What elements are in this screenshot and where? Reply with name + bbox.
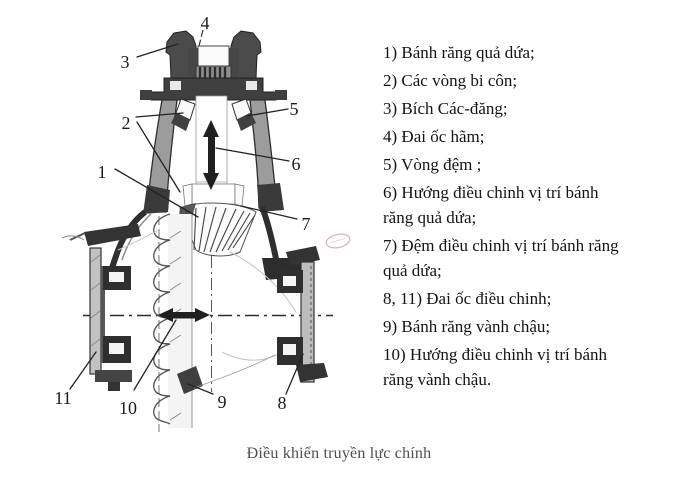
legend-item-3: 3) Bích Các-đăng; <box>383 96 675 121</box>
legend-text: răng quả dứa; <box>383 208 477 227</box>
legend-item-6: 6) Hướng điều chinh vị trí bánh răng quả… <box>383 180 675 230</box>
legend-text: 3) Bích Các-đăng; <box>383 99 508 118</box>
callout-5: 5 <box>290 99 299 119</box>
left-bearing-adjuster <box>89 247 132 391</box>
legend-item-8-11: 8, 11) Đai ốc điều chinh; <box>383 286 675 311</box>
callout-4: 4 <box>201 13 210 33</box>
legend-item-4: 4) Đai ốc hãm; <box>383 124 675 149</box>
legend-text: quả dứa; <box>383 261 442 280</box>
legend-item-10: 10) Hướng điều chinh vị trí bánh răng và… <box>383 342 675 392</box>
right-bearing-adjuster <box>277 261 328 383</box>
legend-text: 1) Bánh răng quả dứa; <box>383 43 535 62</box>
legend-text: răng vành chậu. <box>383 370 492 389</box>
callout-3: 3 <box>121 52 130 72</box>
legend-text: 7) Đệm điều chinh vị trí bánh răng <box>383 236 619 255</box>
cardan-flange <box>140 30 287 101</box>
callout-10: 10 <box>119 398 137 418</box>
bevel-pinion-gear <box>179 202 257 257</box>
vertical-adjust-arrow-icon <box>203 120 219 190</box>
callout-6: 6 <box>292 154 301 174</box>
callout-2: 2 <box>122 113 131 133</box>
callout-8: 8 <box>278 393 287 413</box>
legend-text: 4) Đai ốc hãm; <box>383 127 485 146</box>
callout-numbers: 1 2 3 4 5 6 7 8 9 10 11 <box>54 13 310 418</box>
legend-item-9: 9) Bánh răng vành chậu; <box>383 314 675 339</box>
ring-gear <box>153 213 203 428</box>
pinion-housing <box>143 95 284 217</box>
taper-roller-bearings <box>171 98 256 131</box>
legend-item-5: 5) Vòng đệm ; <box>383 152 675 177</box>
callout-1: 1 <box>98 162 107 182</box>
legend-item-7: 7) Đệm điều chinh vị trí bánh răng quả d… <box>383 233 675 283</box>
watermark-stamp-icon <box>325 233 351 249</box>
callout-11: 11 <box>54 388 71 408</box>
callout-7: 7 <box>302 214 311 234</box>
legend-text: 8, 11) Đai ốc điều chinh; <box>383 289 552 308</box>
legend-text: 9) Bánh răng vành chậu; <box>383 317 551 336</box>
legend-item-2: 2) Các vòng bi côn; <box>383 68 675 93</box>
callout-9: 9 <box>218 392 227 412</box>
horizontal-adjust-arrow-icon <box>158 308 210 322</box>
leader-lines <box>69 43 304 395</box>
legend-item-1: 1) Bánh răng quả dứa; <box>383 40 675 65</box>
figure-caption: Điều khiển truyền lực chính <box>246 445 432 462</box>
legend-text: 6) Hướng điều chinh vị trí bánh <box>383 183 599 202</box>
parts-legend: 1) Bánh răng quả dứa; 2) Các vòng bi côn… <box>383 40 675 395</box>
legend-text: 2) Các vòng bi côn; <box>383 71 518 90</box>
lock-nut <box>197 45 230 67</box>
legend-text: 10) Hướng điều chinh vị trí bánh <box>383 345 608 364</box>
legend-text: 5) Vòng đệm ; <box>383 155 482 174</box>
